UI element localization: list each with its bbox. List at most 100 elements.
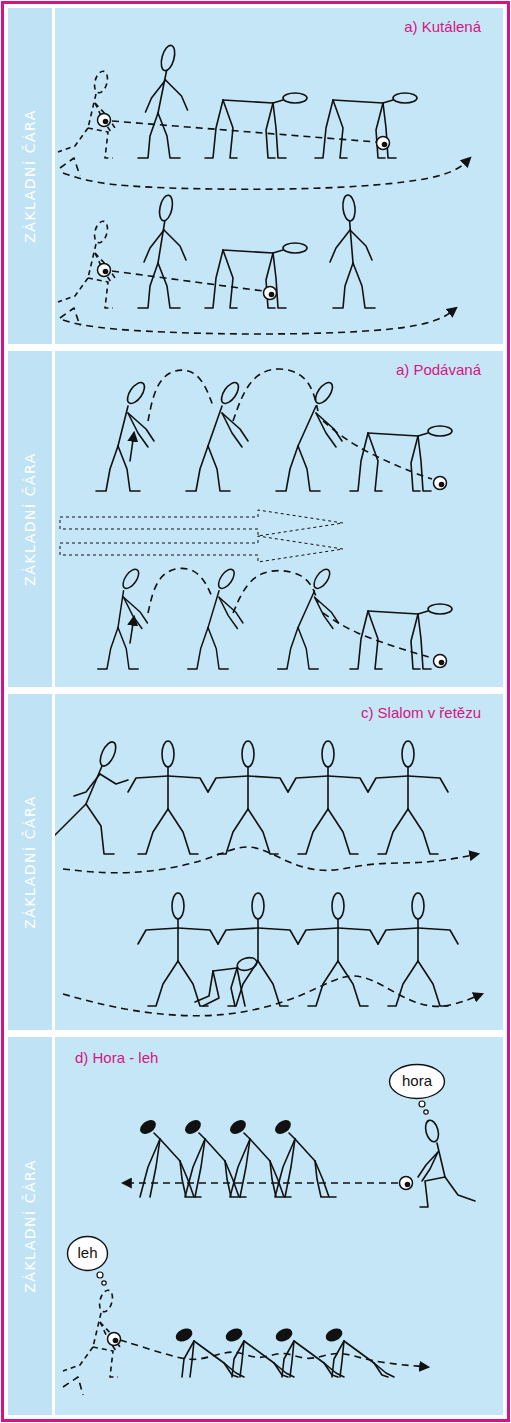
ball-path (123, 1182, 398, 1184)
figure-stroke (88, 94, 96, 128)
figure-stroke (138, 113, 158, 158)
figure-stroke (273, 103, 286, 158)
figures (60, 369, 452, 669)
figure-stroke (88, 278, 113, 308)
figure-stroke (237, 968, 245, 1006)
figure-stroke (231, 968, 237, 1006)
figure-stroke (407, 767, 409, 809)
ball-patch (405, 1182, 411, 1188)
stick-figure (58, 220, 115, 308)
stick-figure (225, 1327, 294, 1377)
stick-figure (208, 741, 288, 854)
stick-figure (274, 1118, 336, 1197)
stick-figure (138, 893, 218, 1006)
direction-arrow (60, 510, 343, 536)
figure-stroke (332, 1341, 344, 1377)
baseline-label: ZÁKLADNÍ ČÁRA (22, 1159, 38, 1292)
stick-figure (205, 93, 307, 158)
ball-patch (382, 142, 388, 148)
figure-stroke (388, 961, 418, 1006)
figure-stroke (418, 614, 431, 669)
figure-stroke (418, 436, 431, 491)
figures (63, 1101, 475, 1395)
ball-path (120, 1340, 428, 1367)
figure-stroke (340, 1341, 344, 1377)
thought-dot (102, 1281, 106, 1285)
figure-stroke (144, 230, 164, 262)
figure-stroke (273, 253, 286, 308)
figure-stroke (223, 100, 273, 103)
stick-figure (330, 194, 375, 308)
figure-stroke (223, 100, 237, 158)
figure-stroke (278, 628, 298, 669)
figure-stroke (266, 103, 275, 158)
bubble-text: leh (77, 1245, 97, 1262)
figure-stroke (411, 614, 420, 669)
figure-stroke (288, 776, 328, 792)
stick-figure (315, 93, 417, 158)
figure-stroke (177, 919, 179, 961)
ball-patch (439, 482, 445, 488)
figure-stroke (258, 928, 298, 944)
stick-figure (368, 741, 448, 854)
figure-stroke (86, 804, 114, 854)
figure-stroke (222, 413, 242, 447)
figure-stroke (118, 446, 140, 491)
baseline-label: ZÁKLADNÍ ČÁRA (22, 795, 38, 928)
figure-stroke (378, 809, 408, 854)
figure-stroke (208, 406, 222, 446)
figure-stroke (208, 591, 219, 628)
figures (48, 740, 482, 1016)
figure-stroke (338, 928, 378, 944)
figure-head (275, 1327, 294, 1343)
figure-stroke (350, 611, 368, 669)
figure-stroke (158, 263, 180, 308)
figure-stroke (205, 1139, 225, 1161)
figure-head (225, 1327, 244, 1343)
figure-stroke (93, 1347, 118, 1377)
baseline-band: ZÁKLADNÍ ČÁRA (8, 1037, 55, 1415)
figure-stroke (185, 1139, 205, 1197)
figure-stroke (100, 774, 128, 784)
figure-stroke (86, 766, 102, 804)
figure-stroke (250, 1139, 270, 1161)
figure-stroke (422, 1152, 438, 1181)
ball-patch (269, 292, 275, 298)
figure-stroke (378, 928, 418, 944)
figure-stroke (150, 1139, 160, 1197)
figure-stroke (158, 71, 167, 113)
stick-figure (418, 1119, 475, 1207)
figure-stroke (298, 809, 328, 854)
stick-figure (350, 426, 452, 491)
figure-stroke (298, 628, 318, 669)
figure-stroke (337, 919, 339, 961)
ball (377, 137, 390, 150)
figure-stroke (275, 1139, 295, 1197)
figure-stroke (208, 776, 248, 792)
stick-figure (195, 956, 258, 1006)
figure-stroke (333, 100, 347, 158)
exercise-title: a) Kutálená (404, 18, 481, 36)
figure-stroke (158, 113, 180, 158)
stick-figure (96, 380, 154, 491)
figure-stroke (208, 628, 228, 669)
figure-stroke (258, 961, 288, 1006)
thought-dot (97, 1272, 103, 1278)
figure-stroke (223, 250, 237, 308)
ball (98, 114, 111, 127)
ball (434, 655, 447, 668)
figure-stroke (140, 1139, 160, 1197)
figure-stroke (257, 919, 259, 961)
figure-head (402, 741, 414, 767)
figure-stroke (368, 433, 382, 491)
figure-stroke (333, 100, 383, 103)
figure-stroke (328, 776, 368, 792)
figure-stroke (418, 928, 458, 944)
figure-head (172, 893, 184, 919)
stick-figure (276, 380, 342, 491)
baseline-band: ZÁKLADNÍ ČÁRA (8, 8, 55, 344)
figure-stroke (93, 1313, 101, 1347)
figure-stroke (285, 1139, 295, 1197)
stick-figure (188, 567, 243, 669)
figure-stroke (418, 961, 448, 1006)
